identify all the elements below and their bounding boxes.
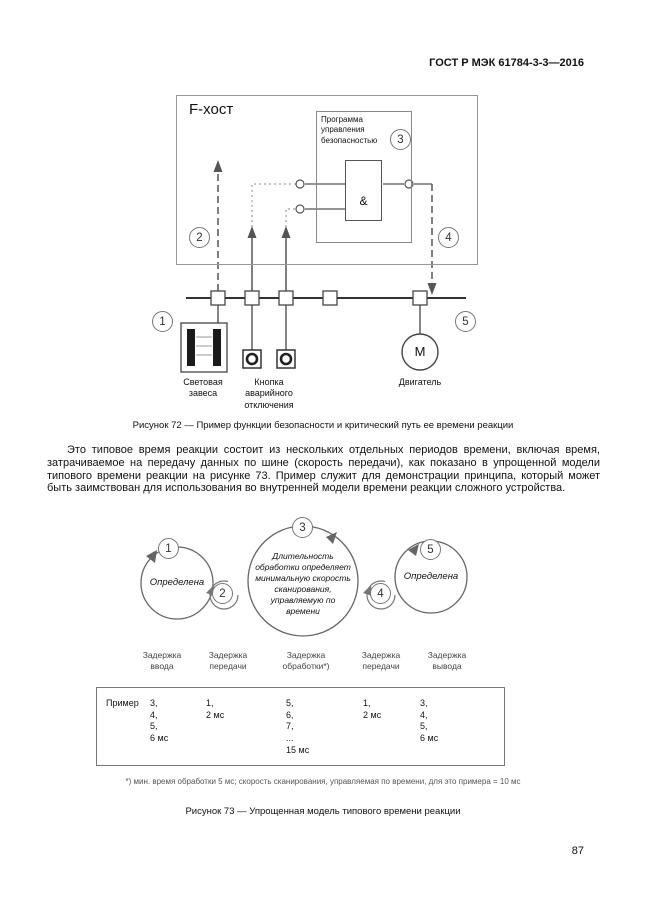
motor-symbol: M — [414, 344, 426, 359]
phase-badge-3: 3 — [292, 517, 313, 538]
step-badge-1: 1 — [152, 311, 173, 332]
step-badge-2: 2 — [189, 227, 210, 248]
estop-button-icon — [242, 349, 262, 369]
light-curtain-bar — [213, 329, 221, 366]
cycle-processing-label: Длительность обработки определяет минима… — [255, 551, 351, 617]
estop-ring — [245, 352, 259, 366]
page-number: 87 — [571, 845, 584, 857]
delay-label-input: Задержка ввода — [142, 650, 182, 672]
and-gate-box — [345, 160, 382, 221]
figure-73-footnote: *) мин. время обработки 5 мс; скорость с… — [125, 777, 521, 786]
bus-tap — [210, 290, 226, 306]
safety-program-box — [316, 111, 412, 243]
delay-label-output: Задержка вывода — [427, 650, 467, 672]
delay-label-transfer-1: Задержка передачи — [208, 650, 248, 672]
phase-badge-5: 5 — [420, 539, 441, 560]
cycle-arrow-icon — [326, 532, 337, 544]
cycle-arrow-icon — [146, 550, 157, 563]
light-curtain-box — [180, 322, 228, 373]
document-id-header: ГОСТ Р МЭК 61784-3-3—2016 — [429, 57, 584, 69]
phase-badge-4: 4 — [370, 583, 391, 604]
step-badge-3: 3 — [390, 129, 411, 150]
motor-label: Двигатель — [398, 377, 442, 387]
delay-label-processing: Задержка обработки*) — [282, 650, 330, 672]
example-values-input: 3, 4, 5, 6 мс — [150, 698, 169, 744]
cycle-arrow-icon — [408, 544, 419, 556]
f-host-box — [176, 95, 478, 265]
bus-tap — [412, 290, 428, 306]
example-row-label: Пример — [106, 698, 139, 708]
phase-badge-1: 1 — [158, 538, 179, 559]
and-gate-label: & — [359, 194, 368, 208]
bus-tap — [322, 290, 338, 306]
estop-ring — [279, 352, 293, 366]
bus-tap — [278, 290, 294, 306]
light-curtain-bar — [187, 329, 195, 366]
arrow-down-icon — [427, 283, 437, 295]
delay-label-transfer-2: Задержка передачи — [361, 650, 401, 672]
body-paragraph: Это типовое время реакции состоит из нес… — [47, 444, 600, 495]
figure-73-caption: Рисунок 73 — Упрощенная модель типового … — [185, 806, 461, 817]
figure-72-caption: Рисунок 72 — Пример функции безопасности… — [132, 420, 514, 431]
estop-button-icon — [276, 349, 296, 369]
f-host-label: F-хост — [189, 101, 234, 118]
light-curtain-label: Световая завеса — [183, 377, 223, 399]
step-badge-5: 5 — [455, 311, 476, 332]
example-values-output: 3, 4, 5, 6 мс — [420, 698, 439, 744]
cycle-output-label: Определена — [403, 571, 459, 582]
bus-tap — [244, 290, 260, 306]
estop-label: Кнопка аварийного отключения — [244, 377, 294, 410]
example-values-processing: 5, 6, 7, ... 15 мс — [286, 698, 310, 755]
example-values-transfer-2: 1, 2 мс — [363, 698, 382, 720]
example-values-transfer-1: 1, 2 мс — [206, 698, 225, 720]
step-badge-4: 4 — [438, 227, 459, 248]
safety-program-label: Программа управления безопасностью — [321, 115, 378, 145]
phase-badge-2: 2 — [212, 583, 233, 604]
example-table-box — [96, 687, 505, 766]
cycle-input-label: Определена — [149, 577, 205, 588]
